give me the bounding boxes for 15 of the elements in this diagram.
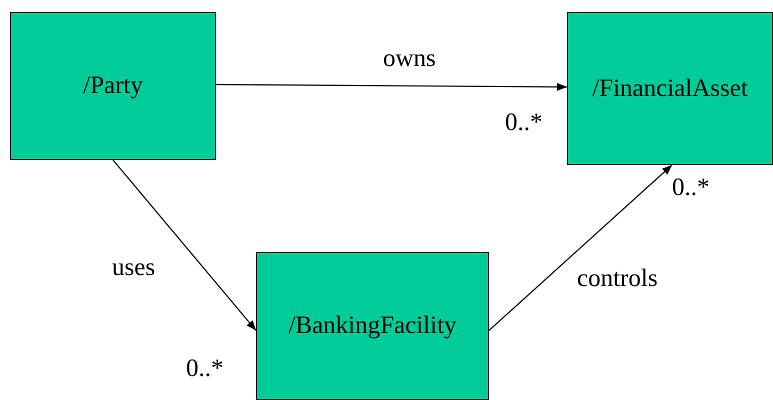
class-box [10,12,216,160]
edge-label: owns [383,46,436,71]
association-arrow [112,160,256,331]
class-box [256,252,489,400]
multiplicity-label: 0..* [672,175,710,200]
association-arrow [216,82,567,91]
edge-label: uses [112,255,156,280]
class-name: /BankingFacility [288,312,457,340]
multiplicity-label: 0..* [505,110,542,135]
multiplicity-label: 0..* [186,356,224,381]
class-box [567,12,773,165]
edge-label: controls [577,266,658,291]
association-arrow [488,164,672,331]
class-name: /FinancialAsset [592,74,748,102]
class-name: /Party [83,72,143,100]
